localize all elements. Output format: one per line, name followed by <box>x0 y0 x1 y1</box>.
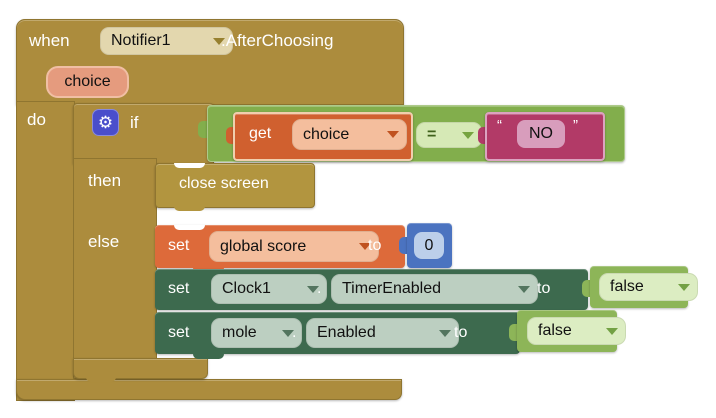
mole-component-value: mole <box>222 324 257 341</box>
dot-separator: . <box>292 324 297 341</box>
timerenabled-property-value: TimerEnabled <box>342 280 442 297</box>
close-screen-top-notch <box>174 163 205 168</box>
text-value-field[interactable]: NO <box>517 120 565 148</box>
open-quote: “ <box>497 117 502 134</box>
to-label: to <box>454 324 468 341</box>
chevron-down-icon <box>606 327 618 335</box>
number-value: 0 <box>424 236 434 254</box>
get-variable-dropdown[interactable]: choice <box>292 119 407 150</box>
dot-separator: . <box>317 280 322 297</box>
set-label: set <box>168 237 190 254</box>
variable-dropdown-value: global score <box>220 237 307 255</box>
chevron-down-icon <box>387 131 399 138</box>
event-name: .AfterChoosing <box>221 31 334 50</box>
variable-dropdown[interactable]: global score <box>209 231 379 262</box>
chevron-down-icon <box>282 329 294 337</box>
chevron-down-icon <box>439 329 451 337</box>
component-dropdown[interactable]: Notifier1 <box>100 27 233 55</box>
gear-glyph: ⚙ <box>97 112 114 132</box>
enabled-property-value: Enabled <box>317 324 376 341</box>
component-dropdown-value: Notifier1 <box>111 32 171 49</box>
chevron-down-icon <box>518 285 530 293</box>
false-value: false <box>610 278 644 295</box>
event-param-choice[interactable]: choice <box>46 66 129 98</box>
get-variable-value: choice <box>303 125 350 143</box>
equals-block-output-tab <box>198 121 209 138</box>
close-screen-label: close screen <box>179 175 269 192</box>
chevron-down-icon <box>462 131 474 139</box>
text-block-output-tab <box>478 127 489 144</box>
close-screen-bottom-connector <box>174 206 205 211</box>
clock-component-value: Clock1 <box>222 280 271 297</box>
false-value: false <box>538 322 572 339</box>
timerenabled-property-dropdown[interactable]: TimerEnabled <box>331 274 538 304</box>
text-value: NO <box>529 125 553 142</box>
if-block-bottom-connector <box>86 377 116 382</box>
false-block-output-tab <box>582 280 593 297</box>
close-screen-block[interactable] <box>155 163 315 208</box>
set-variable-top-notch <box>174 225 205 230</box>
mutator-gear-icon[interactable]: ⚙ <box>92 109 119 136</box>
close-quote: ” <box>573 117 578 134</box>
get-block-output-tab <box>226 127 237 144</box>
chevron-down-icon <box>307 285 319 293</box>
false-block-output-tab <box>509 324 520 341</box>
operator-value: = <box>427 126 437 143</box>
when-keyword: when <box>29 31 70 50</box>
when-block-left-column[interactable] <box>16 101 75 401</box>
if-label: if <box>130 113 139 132</box>
else-label: else <box>88 232 120 251</box>
enabled-property-dropdown[interactable]: Enabled <box>306 318 459 348</box>
chevron-down-icon <box>213 37 225 45</box>
chevron-down-icon <box>359 243 371 250</box>
get-label: get <box>249 125 272 142</box>
then-label: then <box>88 171 122 190</box>
set-mole-bottom-connector <box>193 354 224 359</box>
number-block-output-tab <box>399 237 410 254</box>
clock-component-dropdown[interactable]: Clock1 <box>211 274 327 304</box>
if-block-bottom-bar[interactable] <box>73 358 208 379</box>
when-block-bottom-bar[interactable] <box>16 379 402 400</box>
do-label: do <box>27 110 46 129</box>
mole-component-dropdown[interactable]: mole <box>211 318 302 348</box>
number-value-field[interactable]: 0 <box>414 232 444 259</box>
to-label: to <box>537 280 551 297</box>
operator-dropdown[interactable]: = <box>416 122 482 148</box>
chevron-down-icon <box>678 283 690 291</box>
false-dropdown[interactable]: false <box>599 273 698 301</box>
to-label: to <box>368 237 382 254</box>
set-label: set <box>168 324 190 341</box>
if-block-left-column[interactable] <box>73 158 157 379</box>
set-label: set <box>168 280 190 297</box>
false-dropdown[interactable]: false <box>527 317 626 345</box>
event-param-label: choice <box>64 73 111 90</box>
